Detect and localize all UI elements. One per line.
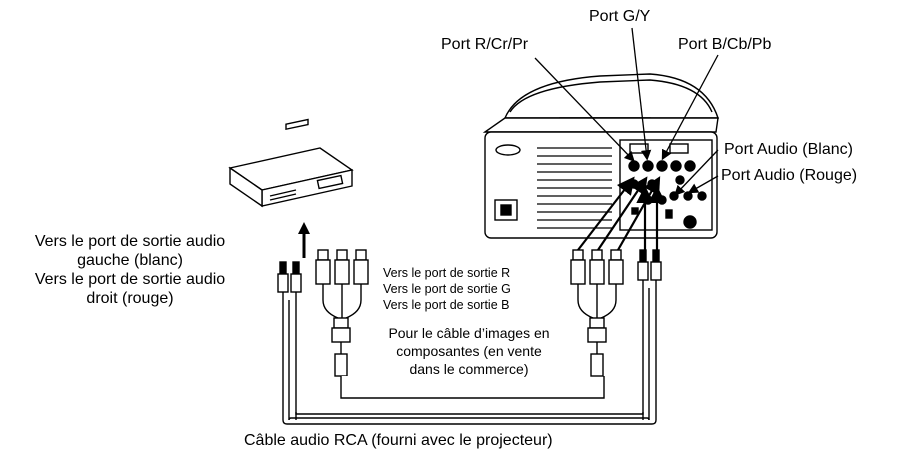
label-component-line2: composantes (en vente <box>396 343 542 359</box>
label-output-ports: Vers le port de sortie R Vers le port de… <box>383 265 511 313</box>
label-port-audio-white: Port Audio (Blanc) <box>724 141 853 158</box>
right-component-plugs <box>570 249 624 377</box>
rca-audio-cable <box>282 412 657 425</box>
video-source-device <box>228 118 354 208</box>
label-out-b: Vers le port de sortie B <box>383 298 510 312</box>
right-audio-plugs <box>637 249 662 420</box>
label-out-g: Vers le port de sortie G <box>383 282 511 296</box>
label-left-audio-line2: gauche (blanc) <box>77 252 183 269</box>
label-port-b: Port B/Cb/Pb <box>678 36 772 53</box>
label-component-line1: Pour le câble d’images en <box>388 325 550 341</box>
label-component-cable: Pour le câble d’images en composantes (e… <box>358 324 580 378</box>
label-port-r: Port R/Cr/Pr <box>441 36 529 53</box>
leader-lines <box>534 27 719 196</box>
left-component-plugs <box>315 249 605 399</box>
label-port-audio-red: Port Audio (Rouge) <box>721 167 858 184</box>
label-port-g: Port G/Y <box>589 8 651 25</box>
projector <box>482 73 719 239</box>
label-component-line3: dans le commerce) <box>409 361 529 377</box>
label-right-audio-line2: droit (rouge) <box>86 290 174 307</box>
signal-arrow <box>298 222 310 258</box>
label-out-r: Vers le port de sortie R <box>383 266 511 280</box>
projector-side-arrows <box>577 176 666 251</box>
label-rca-cable: Câble audio RCA (fourni avec le projecte… <box>244 432 553 449</box>
left-audio-plugs <box>277 261 302 420</box>
label-right-audio-line1: Vers le port de sortie audio <box>34 271 226 288</box>
label-left-audio-block: Vers le port de sortie audio gauche (bla… <box>4 232 256 308</box>
label-left-audio-line1: Vers le port de sortie audio <box>34 233 226 250</box>
